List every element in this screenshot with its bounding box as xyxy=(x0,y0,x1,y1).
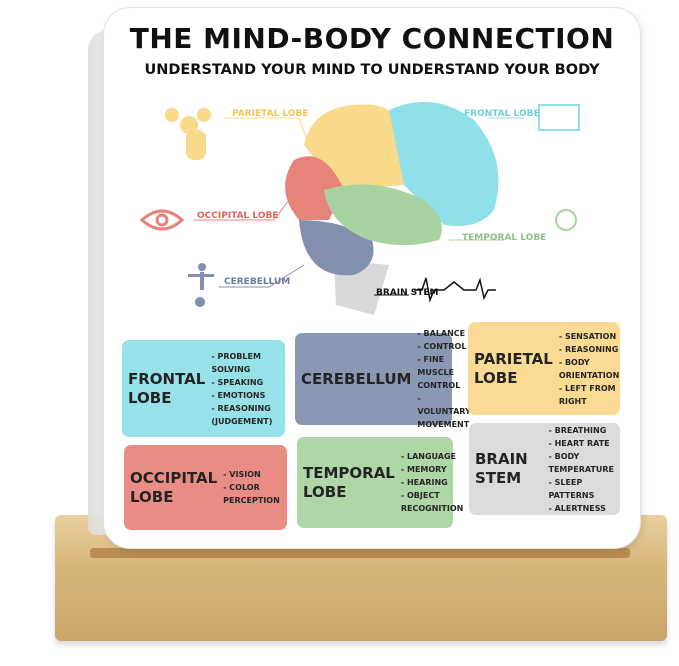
card-item: HEART RATE xyxy=(548,437,614,450)
card-occipital: OCCIPITAL LOBEVISIONCOLOR PERCEPTION xyxy=(124,445,287,530)
card-items: BALANCECONTROLFINE MUSCLE CONTROLVOLUNTA… xyxy=(417,327,470,431)
card-item: BREATHING xyxy=(548,424,614,437)
plaque-subtitle: UNDERSTAND YOUR MIND TO UNDERSTAND YOUR … xyxy=(144,62,600,78)
balance-person-icon xyxy=(188,263,214,307)
card-title: TEMPORAL LOBE xyxy=(303,463,395,501)
card-item: CONTROL xyxy=(417,340,470,353)
card-title: FRONTAL LOBE xyxy=(128,369,206,407)
temporal-shape xyxy=(324,184,442,245)
card-items: VISIONCOLOR PERCEPTION xyxy=(223,468,281,507)
card-title: PARIETAL LOBE xyxy=(474,349,553,387)
base-groove xyxy=(90,548,630,558)
plaque-title: THE MIND-BODY CONNECTION xyxy=(129,22,615,55)
eye-icon xyxy=(139,209,185,231)
card-brainstem: BRAIN STEM BREATHINGHEART RATEBODY TEMPER… xyxy=(469,423,620,515)
card-item: VISION xyxy=(223,468,281,481)
frontal-shape xyxy=(389,102,499,226)
card-item: VOLUNTARY MOVEMENT xyxy=(417,392,470,431)
card-item: LANGUAGE xyxy=(401,450,463,463)
label-cerebellum: CEREBELLUM xyxy=(224,277,290,287)
heartbeat-icon xyxy=(414,277,496,303)
card-item: ALERTNESS xyxy=(548,502,614,515)
card-temporal: TEMPORAL LOBELANGUAGEMEMORYHEARINGOBJECT… xyxy=(297,437,463,528)
brain-diagram: PARIETAL LOBE FRONTAL LOBE OCCIPITAL LOB… xyxy=(139,102,580,315)
card-item: SLEEP PATTERNS xyxy=(548,476,614,502)
card-cerebellum: CEREBELLUM BALANCECONTROLFINE MUSCLE CONT… xyxy=(295,329,471,429)
label-occipital: OCCIPITAL LOBE xyxy=(197,211,279,221)
card-item: BODY TEMPERATURE xyxy=(548,450,614,476)
card-items: LANGUAGEMEMORYHEARINGOBJECT RECOGNITION xyxy=(401,450,463,515)
book-icon xyxy=(538,104,580,131)
card-items: PROBLEM SOLVINGSPEAKINGEMOTIONSREASONING… xyxy=(211,350,279,428)
gear-head-icon xyxy=(555,209,577,231)
card-item: HEARING xyxy=(401,476,463,489)
card-title: OCCIPITAL LOBE xyxy=(130,468,218,506)
card-item: BALANCE xyxy=(417,327,470,340)
label-brainstem: BRAIN STEM xyxy=(376,288,439,298)
card-item: PROBLEM SOLVING xyxy=(211,350,279,376)
label-parietal: PARIETAL LOBE xyxy=(232,109,309,119)
card-item: OBJECT RECOGNITION xyxy=(401,489,463,515)
card-parietal: PARIETAL LOBESENSATIONREASONINGBODY ORIE… xyxy=(468,322,620,415)
label-temporal: TEMPORAL LOBE xyxy=(462,233,546,243)
parietal-icon xyxy=(165,108,211,160)
card-item: FINE MUSCLE CONTROL xyxy=(417,353,470,392)
card-title: BRAIN STEM xyxy=(475,450,528,487)
card-item: COLOR PERCEPTION xyxy=(223,481,281,507)
label-frontal: FRONTAL LOBE xyxy=(464,109,540,119)
card-item: REASONING xyxy=(559,343,619,356)
card-item: MEMORY xyxy=(401,463,463,476)
card-items: BREATHINGHEART RATEBODY TEMPERATURESLEEP… xyxy=(548,424,614,515)
card-item: EMOTIONS xyxy=(211,389,279,402)
card-item: REASONING (JUDGEMENT) xyxy=(211,402,279,428)
card-frontal: FRONTAL LOBEPROBLEM SOLVINGSPEAKINGEMOTI… xyxy=(122,340,285,437)
card-title: CEREBELLUM xyxy=(301,369,412,388)
card-item: BODY ORIENTATION xyxy=(559,356,619,382)
card-item: SENSATION xyxy=(559,330,619,343)
card-item: SPEAKING xyxy=(211,376,279,389)
card-items: SENSATIONREASONINGBODY ORIENTATIONLEFT F… xyxy=(559,330,619,408)
card-item: LEFT FROM RIGHT xyxy=(559,382,619,408)
cerebellum-shape xyxy=(299,220,374,276)
